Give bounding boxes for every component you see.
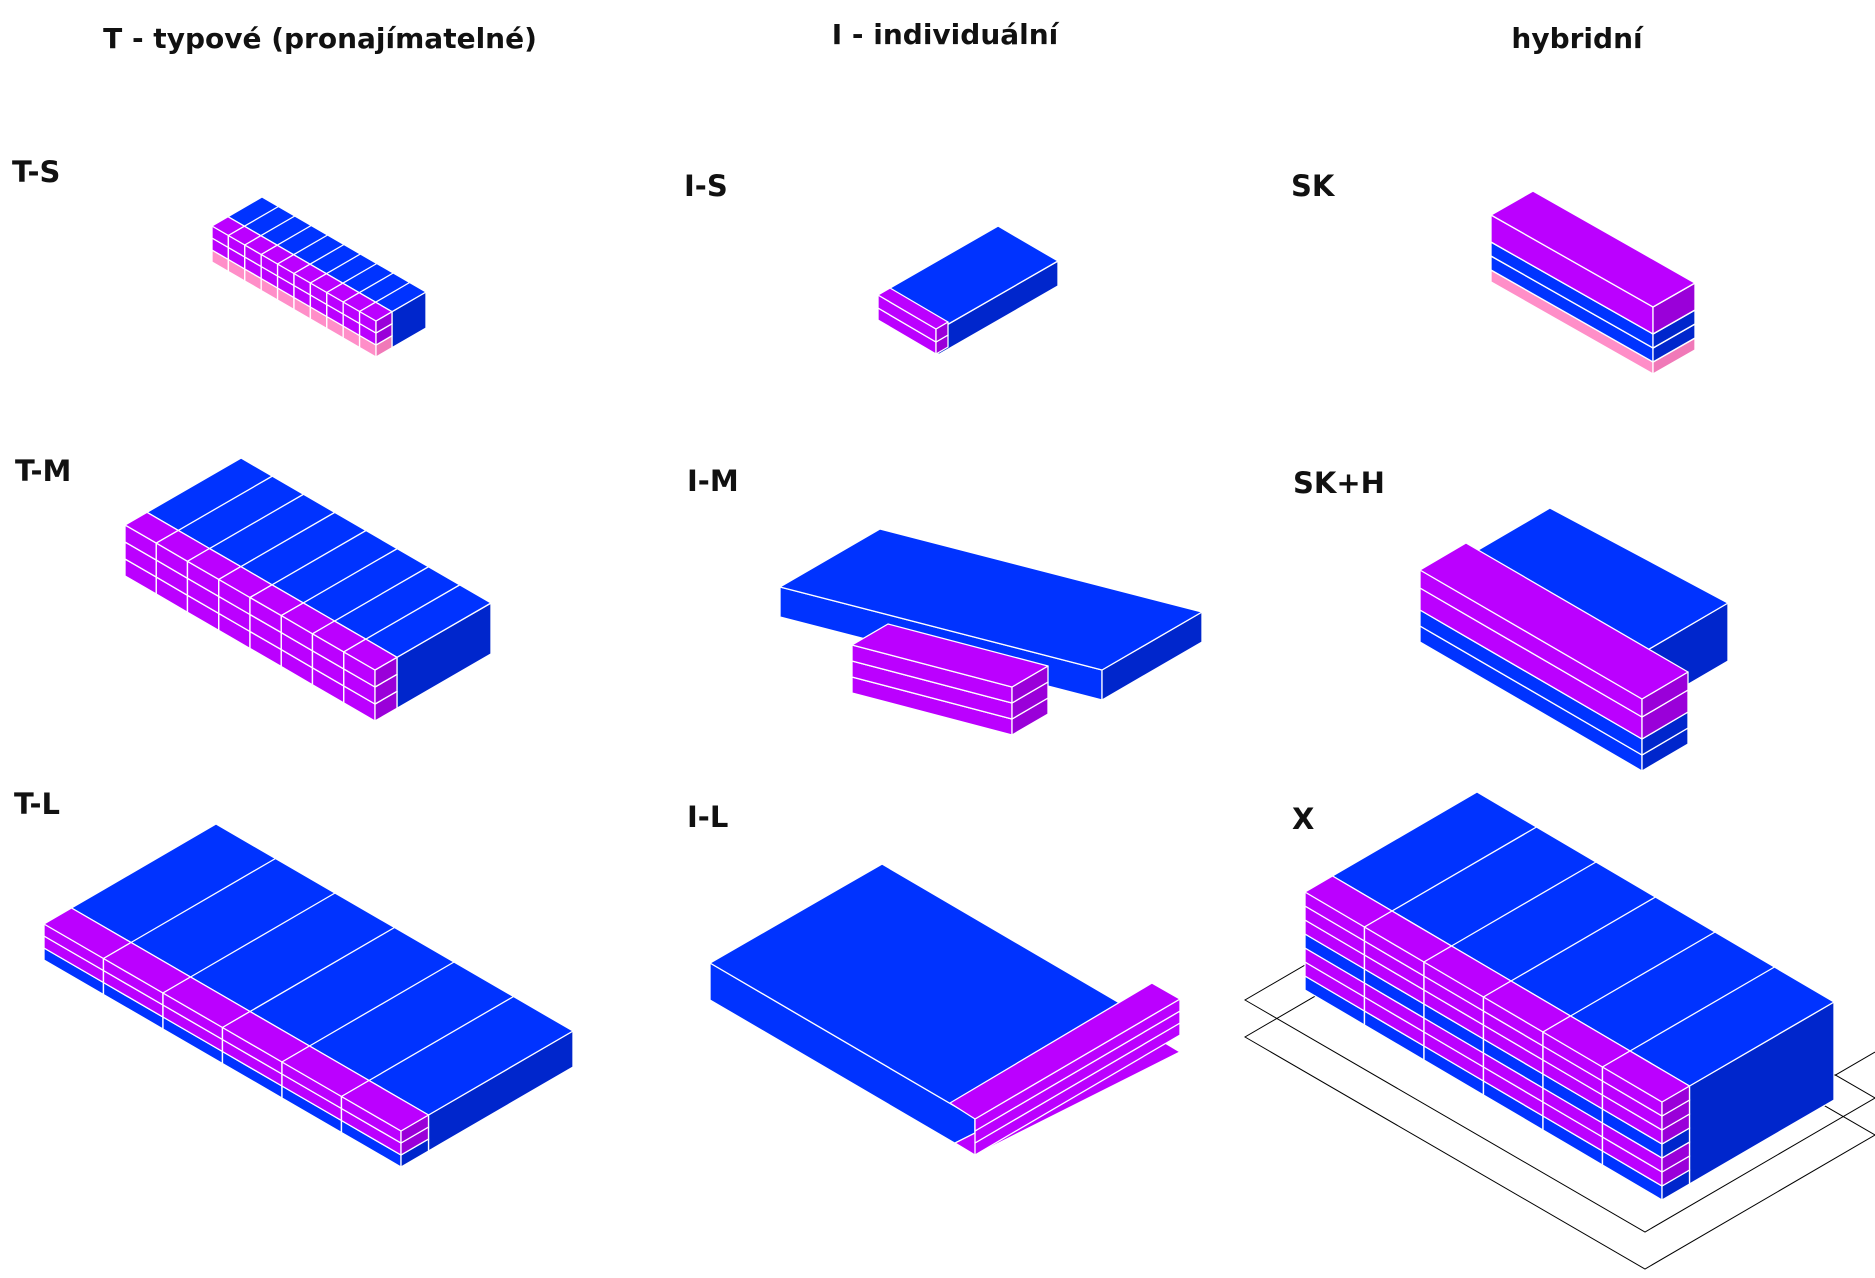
tm-unit-top (343, 638, 398, 671)
variant-label-il: I-L (687, 800, 728, 834)
x-divider (1629, 966, 1775, 1052)
x-divider (1391, 826, 1537, 912)
ts-divider (309, 243, 345, 265)
ts-divider (244, 205, 279, 227)
tm-divider (302, 548, 398, 604)
skh-mod-2-top (1419, 542, 1689, 700)
tm-divider (271, 529, 367, 586)
tm-divider (177, 475, 273, 531)
variant-label-im: I-M (687, 464, 739, 498)
variant-label-tl: T-L (14, 787, 60, 821)
ts-divider (358, 272, 394, 294)
ts-divider (342, 262, 378, 284)
building-skh (1419, 507, 1729, 772)
im-body-top (779, 528, 1203, 671)
building-sk (1490, 190, 1696, 375)
tl-divider (368, 995, 514, 1082)
il-strip-top (949, 982, 1181, 1120)
sk-layer-4-top (1490, 190, 1696, 308)
tl-divider (249, 926, 395, 1013)
building-tm (124, 457, 492, 722)
building-im (779, 528, 1203, 736)
variant-label-x: X (1292, 802, 1314, 836)
building-ts (211, 196, 427, 358)
x-unit-top (1601, 1050, 1691, 1103)
is-mod-b-top (877, 287, 949, 330)
column-header-typove: T - typové (pronajímatelné) (103, 22, 537, 55)
ts-divider (293, 234, 328, 256)
column-header-hybridni: hybridní (1511, 22, 1644, 55)
tl-divider (130, 857, 276, 944)
tm-divider (365, 584, 461, 640)
tm-divider (240, 511, 336, 568)
building-il (709, 863, 1181, 1156)
x-divider (1510, 896, 1656, 982)
tl-divider (309, 961, 455, 1047)
ts-divider (260, 215, 296, 237)
column-header-individualni: I - individuální (832, 18, 1060, 51)
im-mod-c-top (851, 623, 1049, 688)
ts-unit-top (358, 301, 393, 322)
building-tl (43, 823, 574, 1168)
variant-label-skh: SK+H (1293, 466, 1385, 500)
variant-label-tm: T-M (15, 454, 71, 488)
variant-label-is: I-S (684, 169, 728, 203)
tm-divider (334, 566, 429, 622)
ts-divider (276, 224, 312, 246)
building-is (877, 225, 1059, 356)
ts-divider (375, 281, 410, 303)
x-divider (1451, 861, 1597, 947)
tm-divider (209, 493, 304, 550)
tl-divider (190, 892, 336, 978)
ts-divider (326, 253, 361, 275)
x-divider (1570, 931, 1716, 1017)
variant-label-ts: T-S (12, 155, 60, 189)
variant-label-sk: SK (1291, 169, 1336, 203)
tl-unit-top (340, 1079, 430, 1132)
building-x (1244, 791, 1875, 1270)
